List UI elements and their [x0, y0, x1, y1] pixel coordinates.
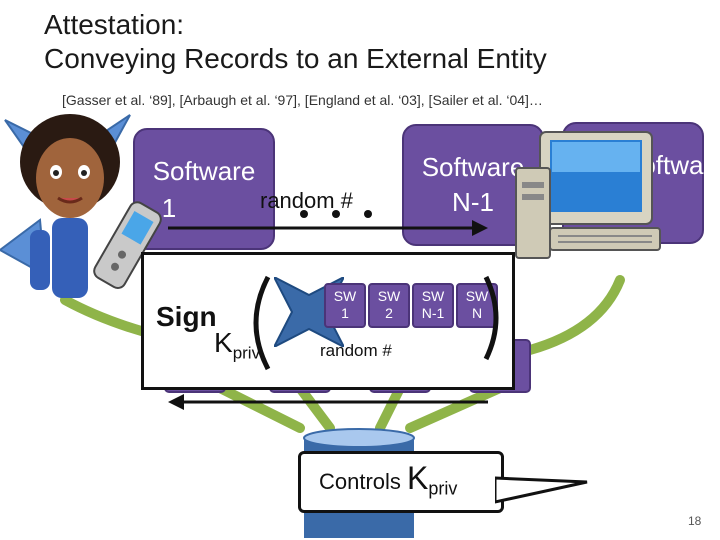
nonce-label: random #	[260, 188, 353, 213]
sign-label: Sign	[156, 301, 217, 332]
signed-nonce: random #	[320, 341, 392, 360]
green-arrow-2	[375, 383, 405, 433]
green-arrow-right	[525, 275, 625, 355]
page-number: 18	[688, 514, 702, 528]
callout-pointer	[495, 476, 588, 504]
green-arrow-3	[405, 383, 505, 433]
left-paren	[253, 275, 271, 371]
title-line-2: Conveying Records to an External Entity	[44, 43, 547, 74]
controls-callout: Controls Kpriv	[298, 451, 504, 513]
slide-title: Attestation: Conveying Records to an Ext…	[44, 8, 547, 76]
computer-icon	[515, 131, 661, 259]
software-n-1-label: Software	[421, 152, 525, 182]
software-1-label: Software	[152, 156, 256, 186]
title-line-1: Attestation:	[44, 9, 185, 40]
user-avatar	[0, 114, 131, 298]
software-1-number: 1	[161, 193, 177, 223]
ellipsis-dots	[300, 210, 372, 218]
controls-text: Controls Kpriv	[319, 460, 458, 499]
sign-key-sub: priv	[232, 343, 261, 363]
sign-key-letter: K	[214, 327, 233, 358]
sign-key: Kpriv	[214, 327, 260, 364]
software-n-1-number: N-1	[452, 187, 494, 217]
citations: [Gasser et al. ‘89], [Arbaugh et al. ‘97…	[62, 92, 543, 108]
nonce-arrow-right	[168, 220, 488, 236]
right-paren	[483, 275, 499, 361]
green-arrow-1	[215, 383, 305, 433]
quote-arrow-left	[168, 394, 488, 410]
